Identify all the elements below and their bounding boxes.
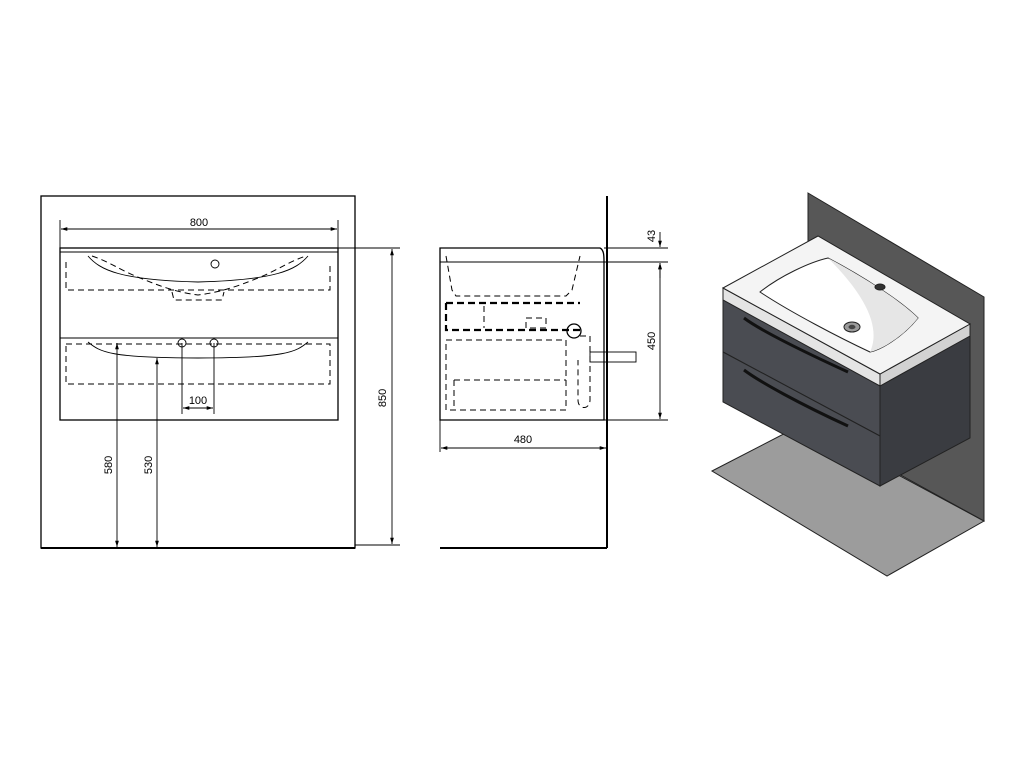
iso-handle-lower [743, 368, 849, 428]
side-lower-drawer-hidden [445, 339, 567, 411]
front-cabinet [59, 247, 339, 421]
front-wall-outline [40, 195, 356, 549]
iso-drawer-lower [722, 351, 881, 487]
dim-43-label: 43 [646, 230, 658, 242]
dim-530-label: 530 [143, 456, 155, 474]
side-siphon-inner [483, 306, 547, 329]
front-view: 800 100 580 530 850 [40, 195, 400, 549]
dim-480-label: 480 [514, 434, 532, 446]
side-siphon-hidden [444, 301, 580, 332]
side-cabinet-outline [439, 247, 605, 421]
iso-sink-shadow [828, 258, 918, 352]
front-handle-lower [87, 341, 309, 359]
side-lower-drawer-inner [453, 379, 566, 410]
side-view: 480 43 450 [439, 196, 668, 549]
dim-100-label: 100 [189, 395, 207, 407]
iso-tap-hole [874, 283, 886, 291]
dim-580-label: 580 [103, 456, 115, 474]
dim-450-label: 450 [646, 332, 658, 350]
side-trap-pipe [577, 335, 591, 408]
front-handle-upper [87, 255, 309, 283]
front-basin-inner [171, 291, 225, 301]
isometric-view [710, 192, 986, 577]
front-lower-drawer-hidden [65, 343, 331, 385]
side-trap [566, 323, 582, 339]
dim-800-label: 800 [190, 217, 208, 229]
side-wall-outlet [589, 351, 637, 363]
front-basin-hidden [65, 255, 331, 296]
front-tap-hole [210, 259, 220, 269]
dim-850-label: 850 [377, 389, 389, 407]
iso-handle-upper [743, 316, 849, 374]
iso-drain-inner [848, 324, 856, 330]
